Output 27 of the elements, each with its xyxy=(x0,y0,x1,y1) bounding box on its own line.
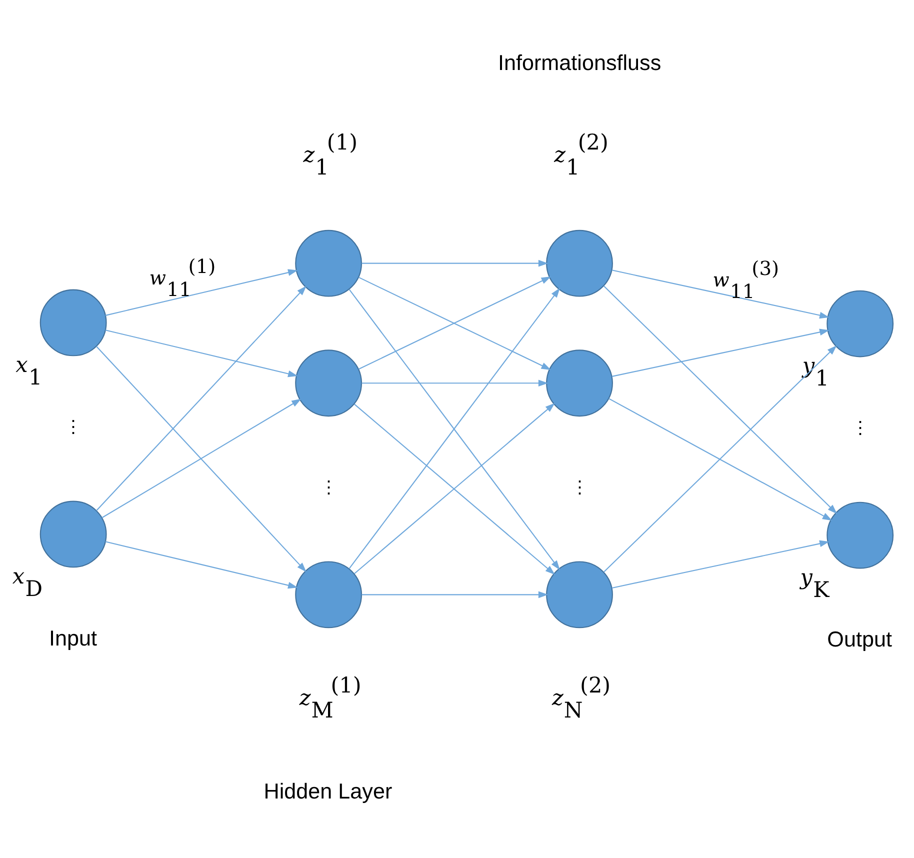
arrow xyxy=(96,346,306,572)
arrow xyxy=(358,276,552,370)
node-circle xyxy=(40,500,107,568)
arrow xyxy=(362,260,548,267)
arrow xyxy=(603,286,838,514)
arrow xyxy=(96,286,306,512)
arrow xyxy=(105,330,298,378)
arrow xyxy=(102,398,302,518)
label: ⋮ xyxy=(851,418,868,438)
arrow xyxy=(105,269,298,316)
arrow xyxy=(603,345,837,572)
label: ⋮ xyxy=(320,477,337,497)
label: Input xyxy=(49,625,98,650)
label: Informationsfluss xyxy=(498,50,662,76)
label: ⋮ xyxy=(64,416,82,437)
arrow xyxy=(362,591,548,598)
arrow xyxy=(612,270,830,319)
arrow xyxy=(612,540,830,588)
label: ⋮ xyxy=(570,477,588,497)
node-circle xyxy=(295,350,362,417)
arrow xyxy=(608,398,832,521)
arrow xyxy=(105,541,298,589)
label: Output xyxy=(827,626,892,652)
node-circle xyxy=(40,289,107,356)
arrow xyxy=(612,328,830,377)
label: Hidden Layer xyxy=(264,778,392,804)
arrow xyxy=(362,380,548,387)
